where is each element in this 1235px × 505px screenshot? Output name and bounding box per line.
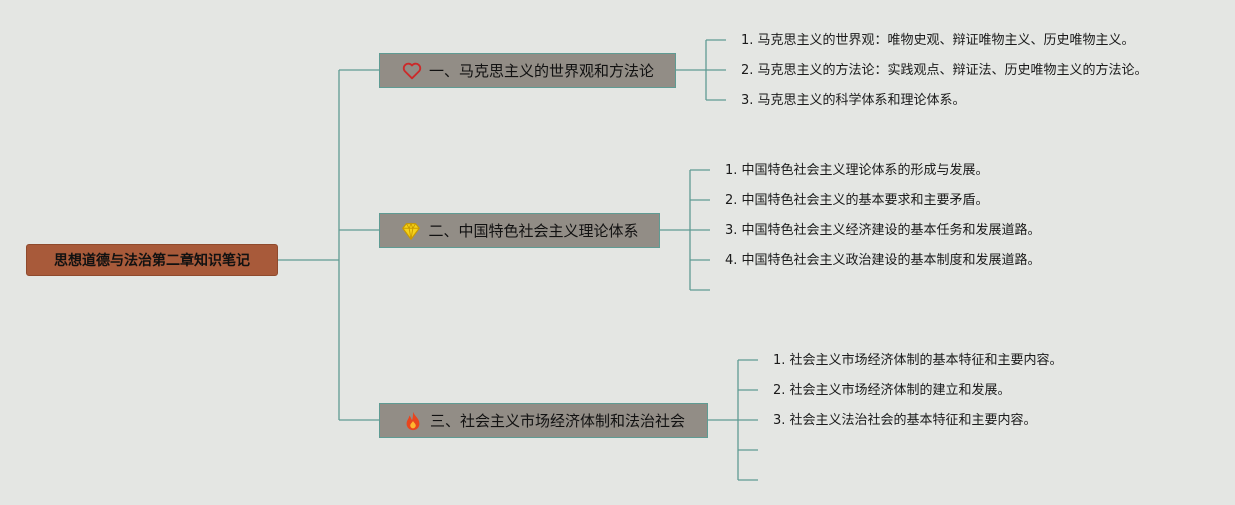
fire-icon (402, 410, 424, 432)
root-node[interactable]: 思想道德与法治第二章知识笔记 (26, 244, 278, 276)
list-item[interactable]: 1. 社会主义市场经济体制的基本特征和主要内容。 (773, 353, 1063, 368)
list-item[interactable]: 3. 马克思主义的科学体系和理论体系。 (741, 93, 966, 108)
branch-label: 一、马克思主义的世界观和方法论 (428, 62, 654, 80)
list-item[interactable]: 2. 社会主义市场经济体制的建立和发展。 (773, 383, 1011, 398)
branch-node-worldview[interactable]: 一、马克思主义的世界观和方法论 (379, 53, 676, 88)
list-item[interactable]: 1. 中国特色社会主义理论体系的形成与发展。 (725, 163, 989, 178)
branch-label: 三、社会主义市场经济体制和法治社会 (429, 412, 685, 430)
list-item[interactable]: 3. 社会主义法治社会的基本特征和主要内容。 (773, 413, 1037, 428)
branch-node-socialism-theory[interactable]: 二、中国特色社会主义理论体系 (379, 213, 660, 248)
list-item[interactable]: 1. 马克思主义的世界观：唯物史观、辩证唯物主义、历史唯物主义。 (741, 33, 1135, 48)
list-item[interactable]: 4. 中国特色社会主义政治建设的基本制度和发展道路。 (725, 253, 1041, 268)
branch-label: 二、中国特色社会主义理论体系 (428, 222, 639, 240)
root-label: 思想道德与法治第二章知识笔记 (54, 253, 250, 269)
list-item[interactable]: 3. 中国特色社会主义经济建设的基本任务和发展道路。 (725, 223, 1041, 238)
heart-icon (401, 60, 423, 82)
list-item[interactable]: 2. 中国特色社会主义的基本要求和主要矛盾。 (725, 193, 989, 208)
list-item[interactable]: 2. 马克思主义的方法论：实践观点、辩证法、历史唯物主义的方法论。 (741, 63, 1148, 78)
branch-node-market-economy[interactable]: 三、社会主义市场经济体制和法治社会 (379, 403, 708, 438)
diamond-icon (400, 220, 422, 242)
